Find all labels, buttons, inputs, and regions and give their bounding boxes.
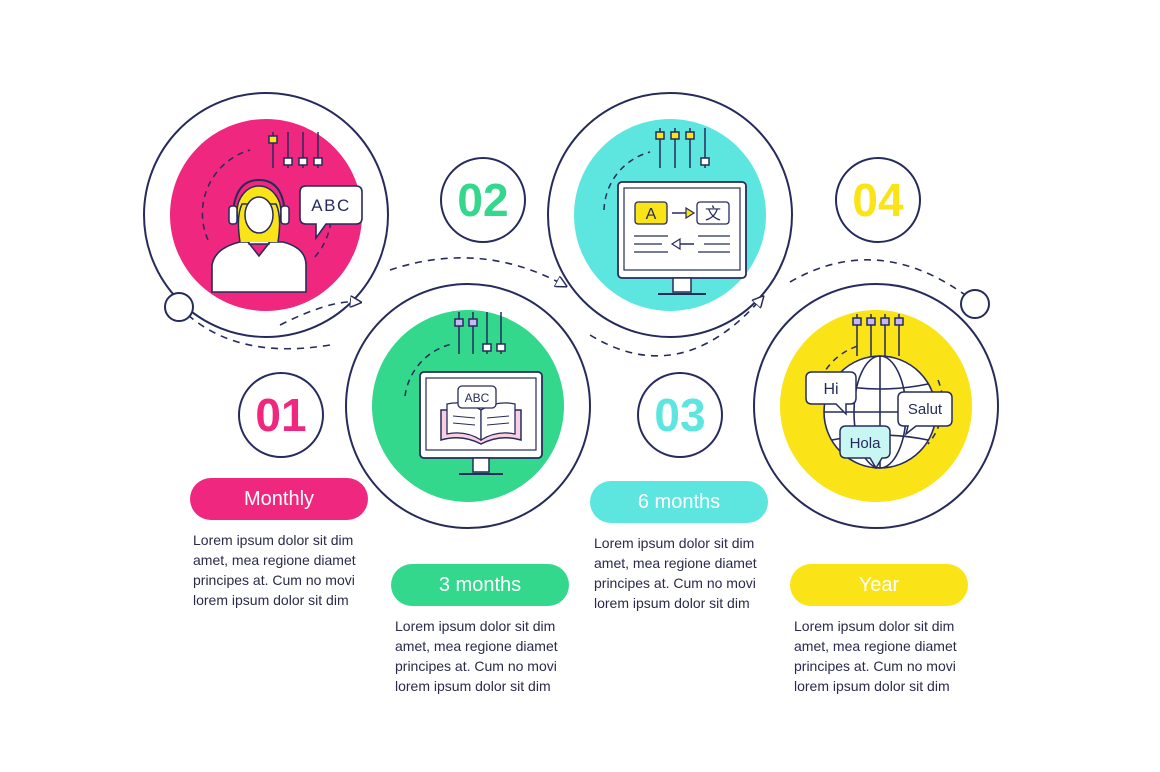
step-2-number-badge: 02 — [440, 157, 526, 243]
step-1-bubble-text: ABC — [311, 196, 350, 215]
step-1-illustration: ABC — [170, 119, 363, 311]
step-3-number: 03 — [654, 389, 705, 441]
step-3-ring — [547, 92, 793, 338]
connector-start — [187, 314, 331, 350]
step-1-number: 01 — [255, 389, 306, 441]
connector-2-3 — [389, 257, 562, 284]
step-3-number-badge: 03 — [637, 372, 723, 458]
step-3-target-glyph: 文 — [705, 205, 721, 223]
step-2-label: 3 months — [391, 564, 569, 606]
greeting-hola-text: Hola — [850, 435, 882, 452]
equalizer-icon — [655, 128, 710, 168]
step-1-number-badge: 01 — [238, 372, 324, 458]
equalizer-icon — [852, 314, 904, 356]
greeting-bubble-hola: Hola — [839, 425, 891, 470]
headset-translator-icon — [211, 178, 307, 293]
step-2-ring — [345, 283, 591, 529]
step-4-illustration: Hi Salut Hola — [780, 310, 972, 502]
step-2-bubble-text: ABC — [465, 391, 490, 405]
speech-bubble-icon: ABC — [299, 185, 363, 241]
end-knob — [960, 289, 990, 319]
step-4-label: Year — [790, 564, 968, 606]
step-4-number: 04 — [852, 174, 904, 226]
greeting-salut-text: Salut — [908, 401, 943, 418]
step-3-description: Lorem ipsum dolor sit dim amet, mea regi… — [594, 535, 757, 611]
greeting-hi-text: Hi — [823, 381, 838, 398]
step-4-description: Lorem ipsum dolor sit dim amet, mea regi… — [794, 618, 957, 694]
step-3-label: 6 months — [590, 481, 768, 523]
connector-4-end — [789, 259, 973, 301]
connector-3-4 — [589, 300, 760, 357]
greeting-bubble-salut: Salut — [897, 391, 953, 436]
monitor-translation-icon: A 文 — [617, 181, 747, 295]
step-4-ring — [753, 283, 999, 529]
step-4-number-badge: 04 — [835, 157, 921, 243]
step-3-illustration: A 文 — [574, 119, 766, 311]
start-knob — [164, 292, 194, 322]
step-1-label: Monthly — [190, 478, 368, 520]
step-1-description: Lorem ipsum dolor sit dim amet, mea regi… — [193, 532, 356, 608]
step-2-number: 02 — [457, 174, 508, 226]
step-2-description: Lorem ipsum dolor sit dim amet, mea regi… — [395, 618, 558, 694]
equalizer-icon — [268, 132, 323, 168]
step-1-ring — [143, 92, 389, 338]
step-3-source-glyph: A — [646, 206, 657, 223]
monitor-book-icon: ABC — [419, 371, 543, 475]
step-2-illustration: ABC — [372, 310, 564, 502]
equalizer-icon — [454, 312, 506, 354]
greeting-bubble-hi: Hi — [805, 371, 857, 416]
